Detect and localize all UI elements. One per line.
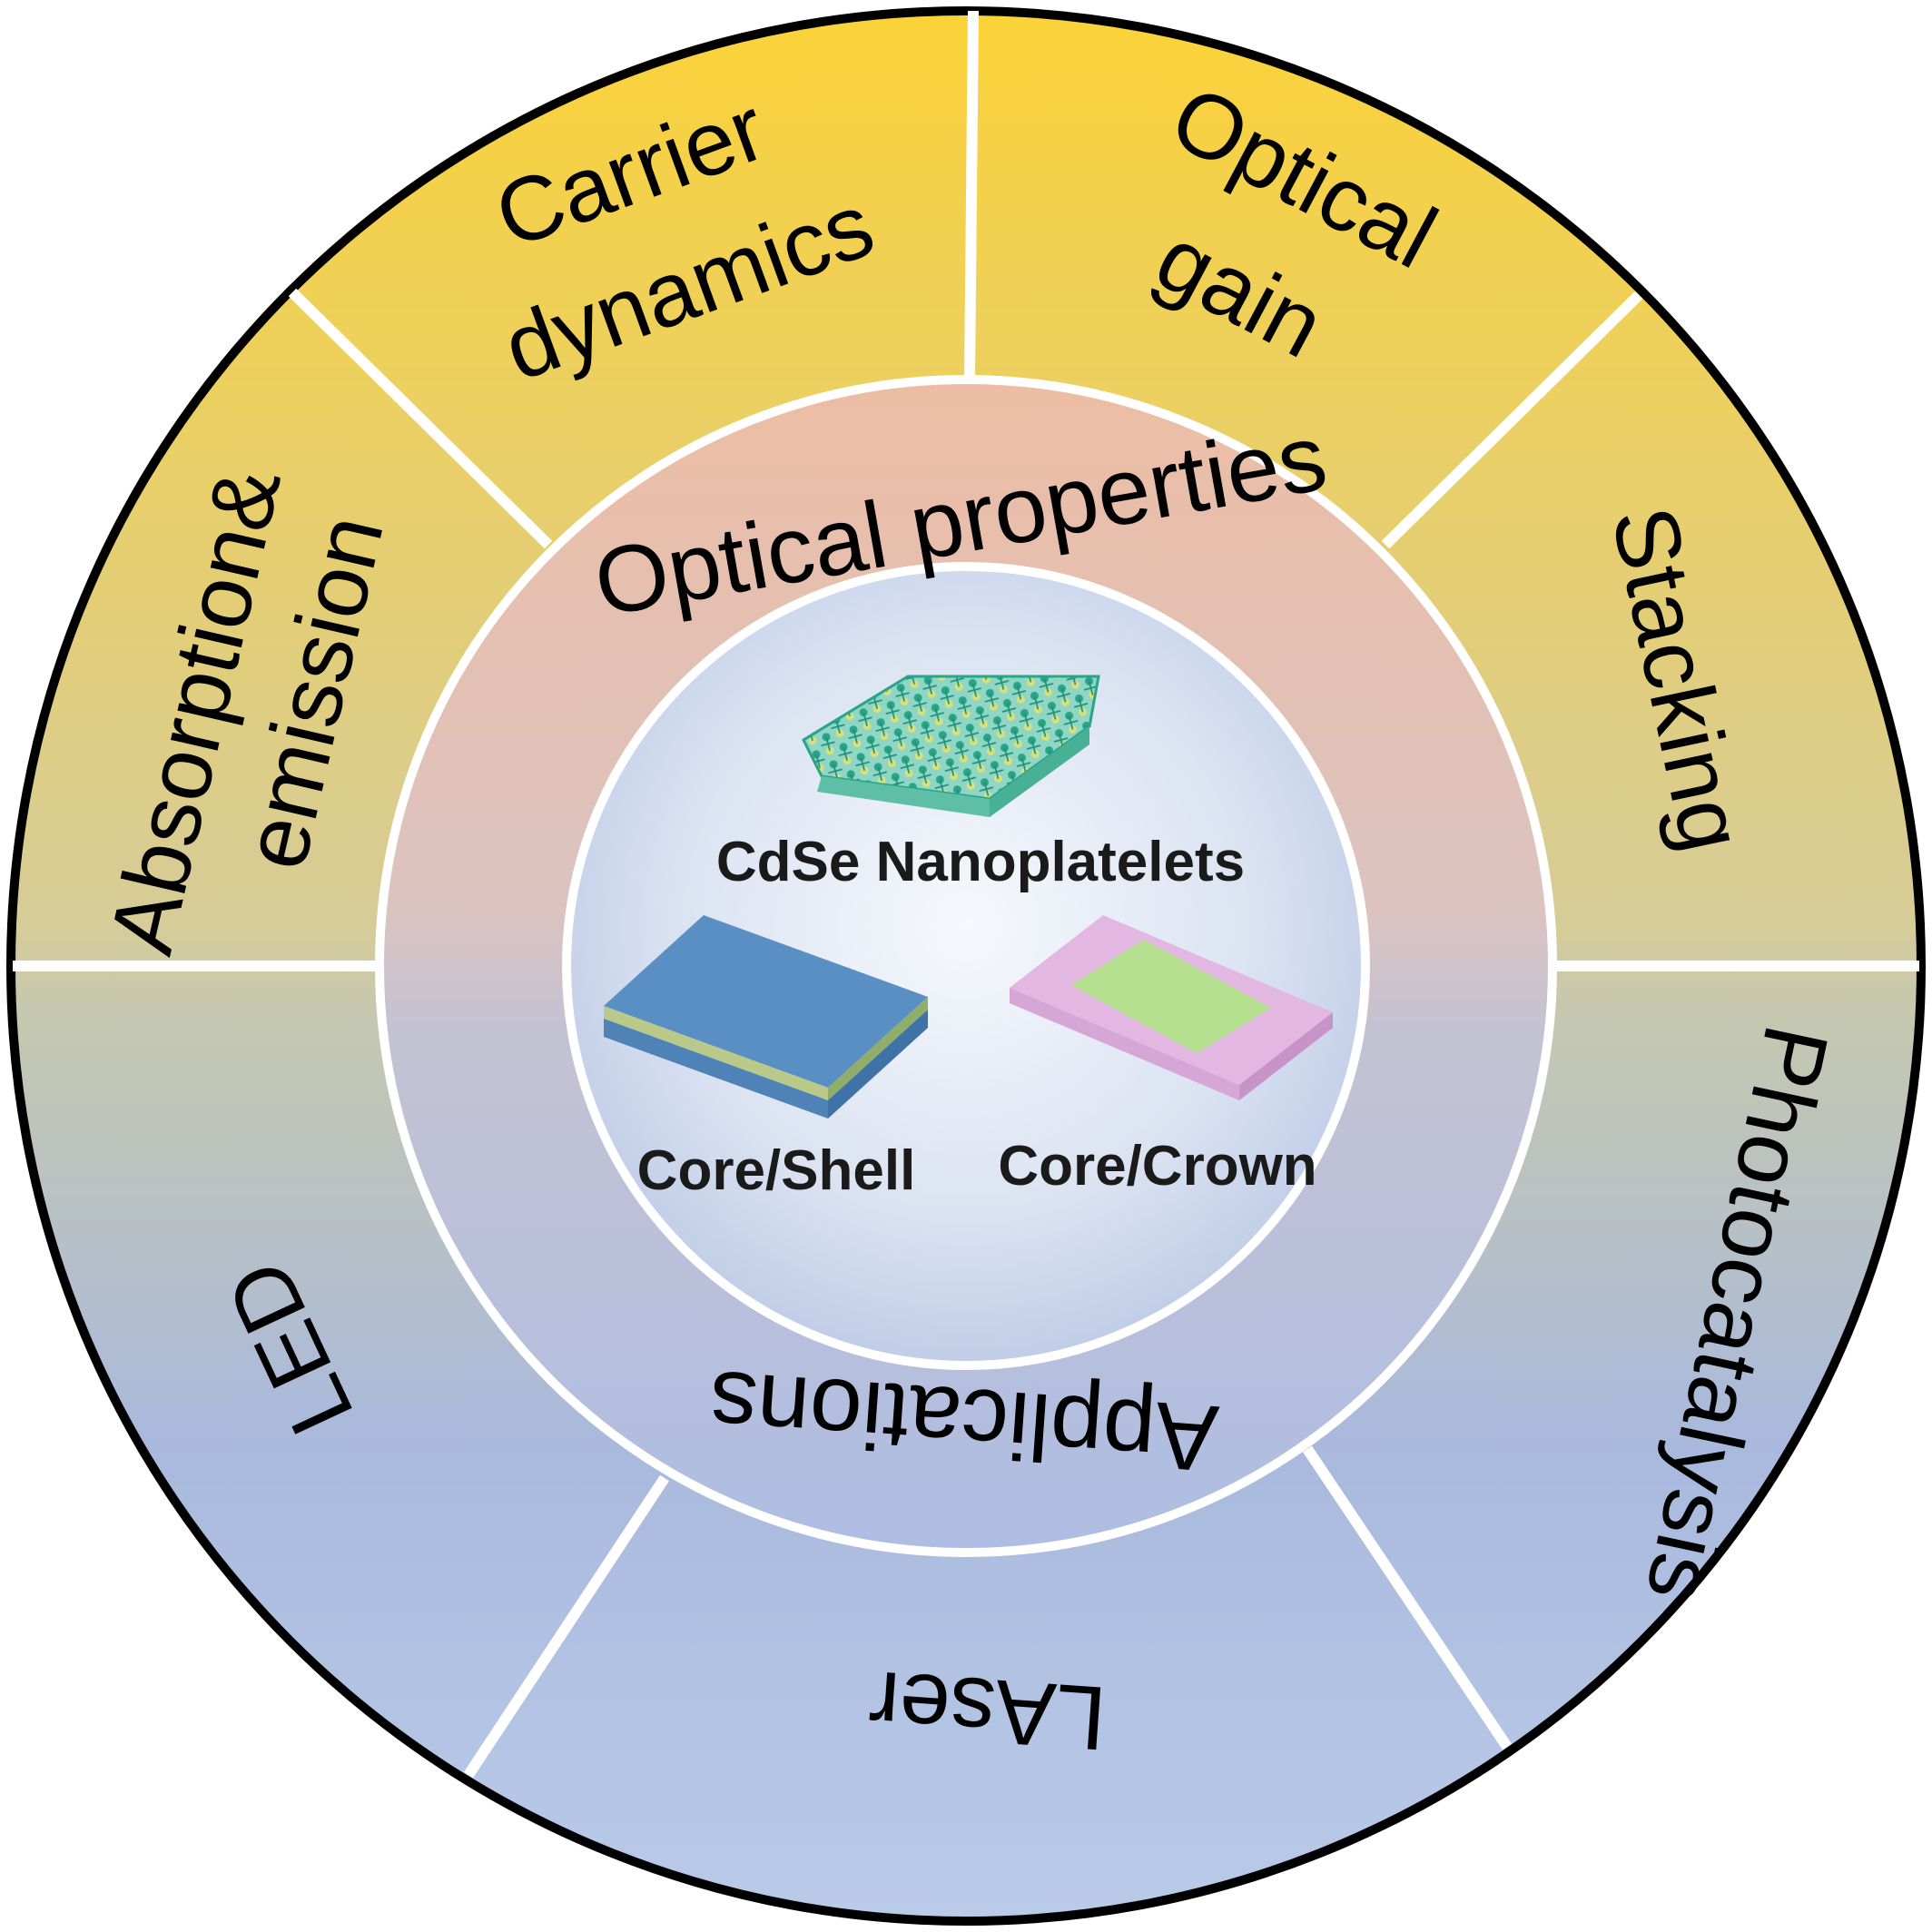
divider-top-left (288, 288, 553, 549)
center-circle (562, 562, 1370, 1370)
core-crown-label: Core/Crown (998, 1135, 1316, 1198)
core-shell-label: Core/Shell (637, 1139, 916, 1202)
nanoplatelet-lattice-illustration (802, 675, 1100, 817)
label-laser: LAser (865, 1651, 1109, 1769)
divider-bottom-right (1303, 1445, 1512, 1750)
center-content: CdSe Nanoplatelets Core/Shell Core/Crown (604, 675, 1333, 1202)
core-crown-illustration (1010, 915, 1333, 1100)
divider-bottom-left (463, 1474, 670, 1779)
divider-top-right (1381, 291, 1643, 549)
divider-top-center (964, 10, 979, 380)
core-shell-illustration (604, 915, 928, 1119)
segment-dividers (13, 10, 1919, 1779)
center-title: CdSe Nanoplatelets (716, 831, 1245, 893)
